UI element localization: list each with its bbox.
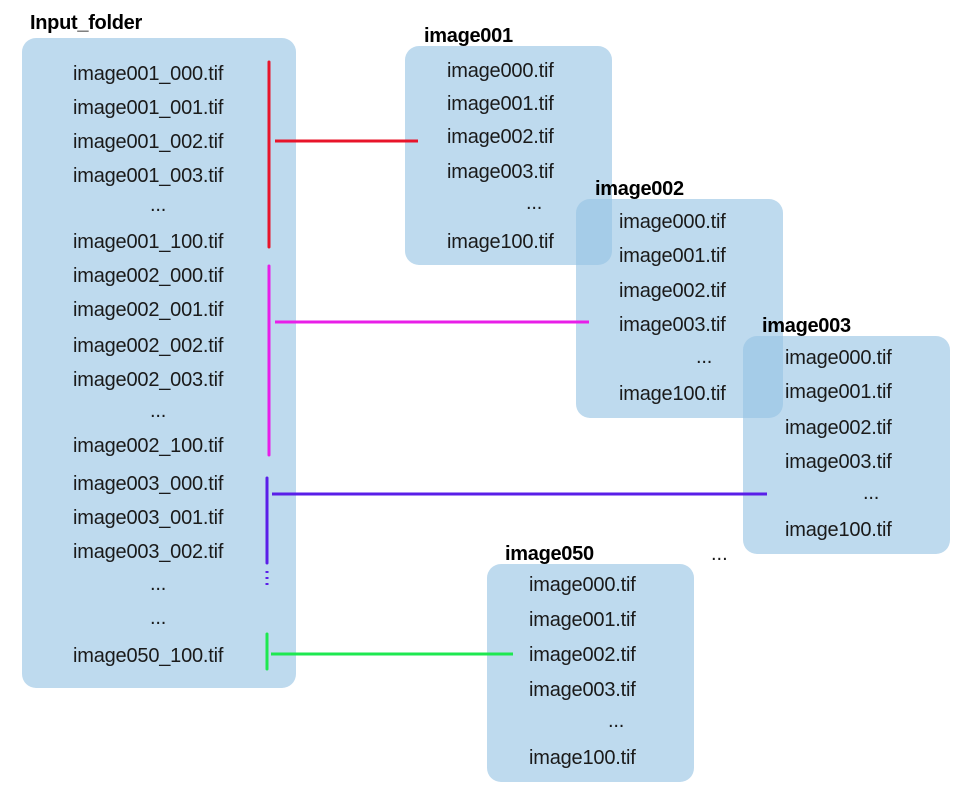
folder-file-item: image002.tif: [529, 644, 636, 666]
folder-file-item: image002.tif: [785, 417, 892, 439]
input-ellipsis: ...: [150, 194, 167, 216]
input-file-item: image001_001.tif: [73, 97, 224, 119]
folder-file-item: image002.tif: [619, 280, 726, 302]
more-folders-ellipsis: ...: [711, 543, 728, 565]
input-file-item: image002_003.tif: [73, 369, 224, 391]
folder-ellipsis: ...: [696, 346, 713, 368]
folder-file-item: image001.tif: [785, 381, 892, 403]
input-file-item: image050_100.tif: [73, 645, 224, 667]
folder-file-item: image003.tif: [529, 679, 636, 701]
input-file-item: image003_001.tif: [73, 507, 224, 529]
folder-ellipsis: ...: [526, 192, 543, 214]
input-file-item: image003_000.tif: [73, 473, 224, 495]
input-ellipsis: ...: [150, 400, 167, 422]
folder-image003-title: image003: [762, 315, 851, 337]
folder-file-item: image100.tif: [529, 747, 636, 769]
input-file-item: image001_100.tif: [73, 231, 224, 253]
folder-file-item: image000.tif: [785, 347, 892, 369]
folder-file-item: image002.tif: [447, 126, 554, 148]
folder-file-item: image003.tif: [619, 314, 726, 336]
folder-file-item: image000.tif: [529, 574, 636, 596]
folder-file-item: image000.tif: [619, 211, 726, 233]
folder-file-item: image001.tif: [529, 609, 636, 631]
input-ellipsis: ...: [150, 607, 167, 629]
folder-ellipsis: ...: [608, 710, 625, 732]
input-folder-box: image001_000.tif image001_001.tif image0…: [22, 38, 296, 688]
folder-file-item: image001.tif: [619, 245, 726, 267]
folder-file-item: image100.tif: [785, 519, 892, 541]
input-file-item: image003_002.tif: [73, 541, 224, 563]
connector-image050: [265, 632, 513, 671]
folder-file-item: image003.tif: [785, 451, 892, 473]
folder-ellipsis: ...: [863, 482, 880, 504]
folder-file-item: image001.tif: [447, 93, 554, 115]
folder-image002-title: image002: [595, 178, 684, 200]
folder-image002-box: image000.tif image001.tif image002.tif i…: [576, 199, 783, 418]
input-file-item: image001_000.tif: [73, 63, 224, 85]
folder-image001-title: image001: [424, 25, 513, 47]
folder-image003-box: image000.tif image001.tif image002.tif i…: [743, 336, 950, 554]
input-ellipsis: ...: [150, 573, 167, 595]
input-file-item: image001_003.tif: [73, 165, 224, 187]
folder-file-item: image100.tif: [447, 231, 554, 253]
folder-image050-box: image000.tif image001.tif image002.tif i…: [487, 564, 694, 782]
input-file-item: image002_001.tif: [73, 299, 224, 321]
folder-image050-title: image050: [505, 543, 594, 565]
folder-image001-box: image000.tif image001.tif image002.tif i…: [405, 46, 612, 265]
folder-file-item: image100.tif: [619, 383, 726, 405]
input-file-item: image002_002.tif: [73, 335, 224, 357]
connector-image002: [267, 264, 589, 457]
input-file-item: image001_002.tif: [73, 131, 224, 153]
folder-file-item: image000.tif: [447, 60, 554, 82]
input-folder-title: Input_folder: [30, 12, 142, 34]
input-file-item: image002_100.tif: [73, 435, 224, 457]
folder-file-item: image003.tif: [447, 161, 554, 183]
input-file-item: image002_000.tif: [73, 265, 224, 287]
